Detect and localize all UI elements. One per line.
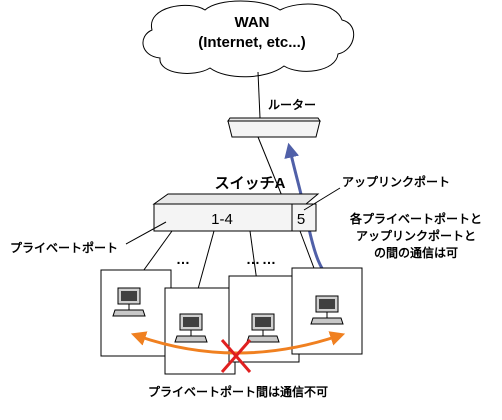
ellipsis-3: … <box>262 251 278 267</box>
blocked-x-icon <box>220 339 252 373</box>
allowed-note-line2: アップリンクポートと <box>356 228 476 243</box>
private-port-label: プライベートポート <box>10 240 118 255</box>
uplink-port-number: 5 <box>297 211 305 228</box>
device-1 <box>100 269 172 357</box>
blocked-caption: プライベートポート間は通信不可 <box>148 384 328 399</box>
private-callout-line <box>125 221 167 245</box>
computer-icon <box>246 313 280 343</box>
device-4 <box>291 267 363 355</box>
wan-subtitle: (Internet, etc...) <box>198 34 306 51</box>
switch-label: スイッチA <box>215 175 286 192</box>
uplink-port-label: アップリンクポート <box>342 174 450 189</box>
router-switch-link <box>257 136 283 197</box>
device-2 <box>164 287 236 375</box>
computer-icon <box>174 313 208 343</box>
wan-title: WAN <box>235 14 270 31</box>
computer-icon <box>112 287 146 317</box>
uplink-callout-line <box>303 187 341 211</box>
private-ports-label: 1-4 <box>211 211 233 228</box>
computer-icon <box>310 295 344 325</box>
ellipsis-2: … <box>246 251 262 267</box>
router-label: ルーター <box>268 98 316 112</box>
allowed-note-line3: の間の通信は可 <box>374 245 458 260</box>
switch-a: スイッチA 1-4 5 <box>152 175 320 232</box>
ellipsis-1: … <box>176 251 192 267</box>
wan-router-link <box>257 71 261 119</box>
router: ルーター <box>227 98 321 138</box>
allowed-note-line1: 各プライベートポートと <box>349 211 482 226</box>
wan-cloud: WAN (Internet, etc...) <box>142 0 354 78</box>
